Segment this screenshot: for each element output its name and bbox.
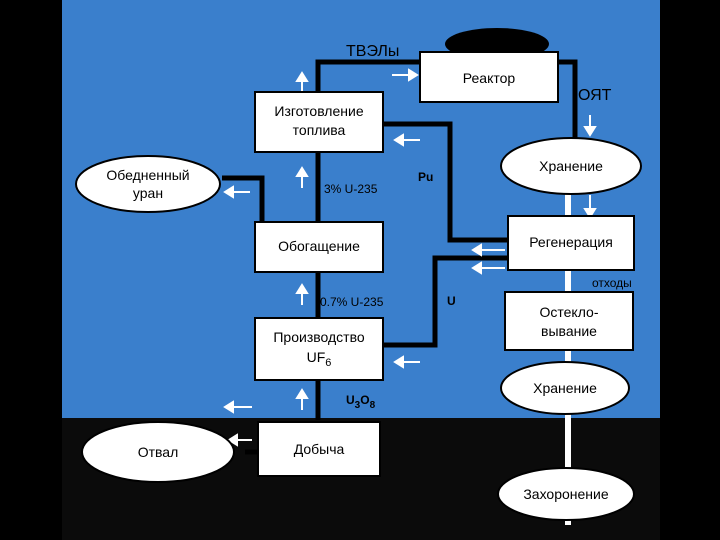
vitrification-label-2: вывание xyxy=(541,323,597,339)
fuel-fabrication-box xyxy=(254,91,384,153)
arrow-up-icon xyxy=(295,71,309,92)
disposal-label: Захоронение xyxy=(523,486,609,502)
depleted-label-1: Обедненный xyxy=(106,167,189,183)
disposal-ellipse xyxy=(497,467,635,521)
enrichment-label: Обогащение xyxy=(278,238,360,254)
snf-label: ОЯТ xyxy=(578,87,612,104)
arrow-down-icon xyxy=(583,195,597,219)
arrow-left-icon xyxy=(223,400,252,414)
plutonium-line xyxy=(383,121,508,243)
mining-box xyxy=(257,421,381,477)
uf6-production-box xyxy=(254,317,384,381)
storage-top-label: Хранение xyxy=(539,158,603,174)
storage-bottom-ellipse xyxy=(500,361,630,415)
arrow-left-icon xyxy=(227,433,252,447)
arrow-right-icon xyxy=(392,68,419,82)
vitrification-label-1: Остекло- xyxy=(540,304,599,320)
u3o8-label: U3O8 xyxy=(346,393,376,411)
uranium-line xyxy=(383,255,508,348)
waste-label: отходы xyxy=(592,276,632,290)
uf6-label-1: Производство xyxy=(273,329,364,345)
arrow-left-icon xyxy=(393,355,420,369)
reactor-label: Реактор xyxy=(463,70,516,86)
reactor-box xyxy=(419,51,559,103)
storage-top-ellipse xyxy=(500,137,642,195)
fuel-fab-label-2: топлива xyxy=(293,122,346,138)
tvel-label: ТВЭЛы xyxy=(346,43,399,60)
arrow-left-icon xyxy=(471,243,505,257)
plutonium-label: Pu xyxy=(418,170,433,184)
arrow-up-icon xyxy=(295,388,309,410)
uf6-label-2: UF6 xyxy=(307,349,332,369)
u235-3-label: 3% U-235 xyxy=(324,182,378,196)
snf-line xyxy=(558,59,578,140)
reprocessing-box xyxy=(507,215,635,271)
flow-arrows xyxy=(223,68,597,447)
u235-07-label: 0.7% U-235 xyxy=(320,295,384,309)
tailings-label: Отвал xyxy=(138,444,179,460)
uranium-label: U xyxy=(447,294,456,308)
storage-bottom-label: Хранение xyxy=(533,380,597,396)
arrow-left-icon xyxy=(471,261,505,275)
arrow-left-icon xyxy=(393,133,420,147)
arrow-left-icon xyxy=(223,185,250,199)
reprocessing-label: Регенерация xyxy=(529,234,613,250)
arrow-down-icon xyxy=(583,115,597,137)
depleted-label-2: уран xyxy=(133,185,163,201)
main-supply-line xyxy=(315,59,420,420)
enrichment-box xyxy=(254,221,384,273)
arrow-up-icon xyxy=(295,166,309,188)
fuel-fab-label-1: Изготовление xyxy=(274,103,363,119)
mining-label: Добыча xyxy=(294,441,345,457)
depleted-uranium-ellipse xyxy=(75,155,221,213)
vitrification-box xyxy=(504,291,634,351)
flow-lines xyxy=(222,59,578,455)
arrow-up-icon xyxy=(295,283,309,305)
tailings-ellipse xyxy=(81,421,235,483)
